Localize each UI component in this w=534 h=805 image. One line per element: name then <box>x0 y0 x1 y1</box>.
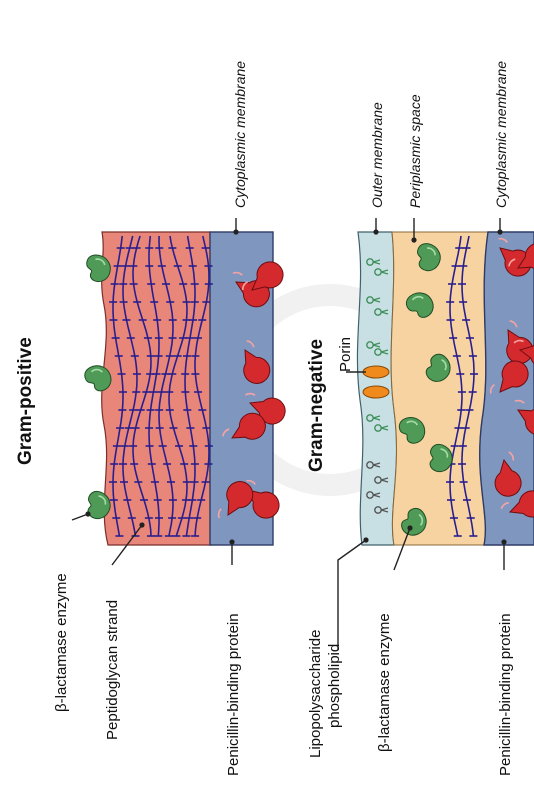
label-periplasmic-space: Periplasmic space <box>407 94 423 208</box>
label-gn-penicillin-binding-protein: Penicillin-binding protein <box>497 613 514 776</box>
label-gp-penicillin-binding-protein: Penicillin-binding protein <box>225 613 242 776</box>
gram-positive-panel <box>81 232 289 545</box>
label-gp-cytoplasmic-membrane: Cytoplasmic membrane <box>232 61 248 208</box>
label-lipopolysaccharide-line2: phospholipid <box>326 644 343 728</box>
gram-positive-title: Gram-positive <box>15 337 36 465</box>
label-lipopolysaccharide-line1: Lipopolysaccharide <box>307 630 324 758</box>
label-gp-beta-lactamase: β-lactamase enzyme <box>53 573 70 712</box>
label-gn-beta-lactamase: β-lactamase enzyme <box>376 613 393 752</box>
label-peptidoglycan-strand: Peptidoglycan strand <box>104 600 121 740</box>
gram-negative-title: Gram-negative <box>306 339 327 472</box>
label-outer-membrane: Outer membrane <box>369 102 385 208</box>
gram-negative-panel <box>357 232 534 545</box>
label-gn-cytoplasmic-membrane: Cytoplasmic membrane <box>493 61 509 208</box>
label-porin-text: Porin <box>337 337 354 372</box>
